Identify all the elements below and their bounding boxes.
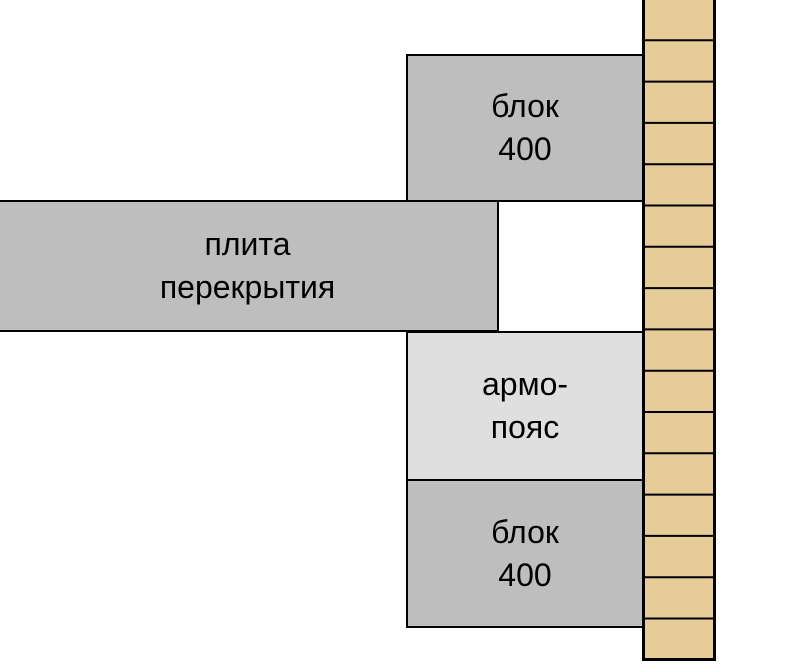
floor-slab-label-line1: плита [204,226,291,262]
brick-wall [642,0,716,661]
reinforced-belt-label-line2: пояс [490,409,560,445]
block-400-upper: блок 400 [406,54,644,202]
block-400-upper-label-line2: 400 [498,131,552,167]
block-400-lower-label: блок 400 [491,511,559,597]
floor-slab-label-line2: перекрытия [159,269,336,305]
floor-slab: плита перекрытия [0,200,499,332]
reinforced-belt-label: армо- пояс [482,363,568,449]
reinforced-belt-label-line1: армо- [481,366,569,402]
floor-slab-label: плита перекрытия [160,223,335,309]
block-400-lower: блок 400 [406,479,644,628]
block-400-lower-label-line2: 400 [498,556,552,593]
block-400-lower-label-line1: блок [491,513,559,550]
reinforced-belt: армо- пояс [406,331,644,481]
block-400-upper-label: блок 400 [491,85,559,171]
block-400-upper-label-line1: блок [491,88,559,124]
